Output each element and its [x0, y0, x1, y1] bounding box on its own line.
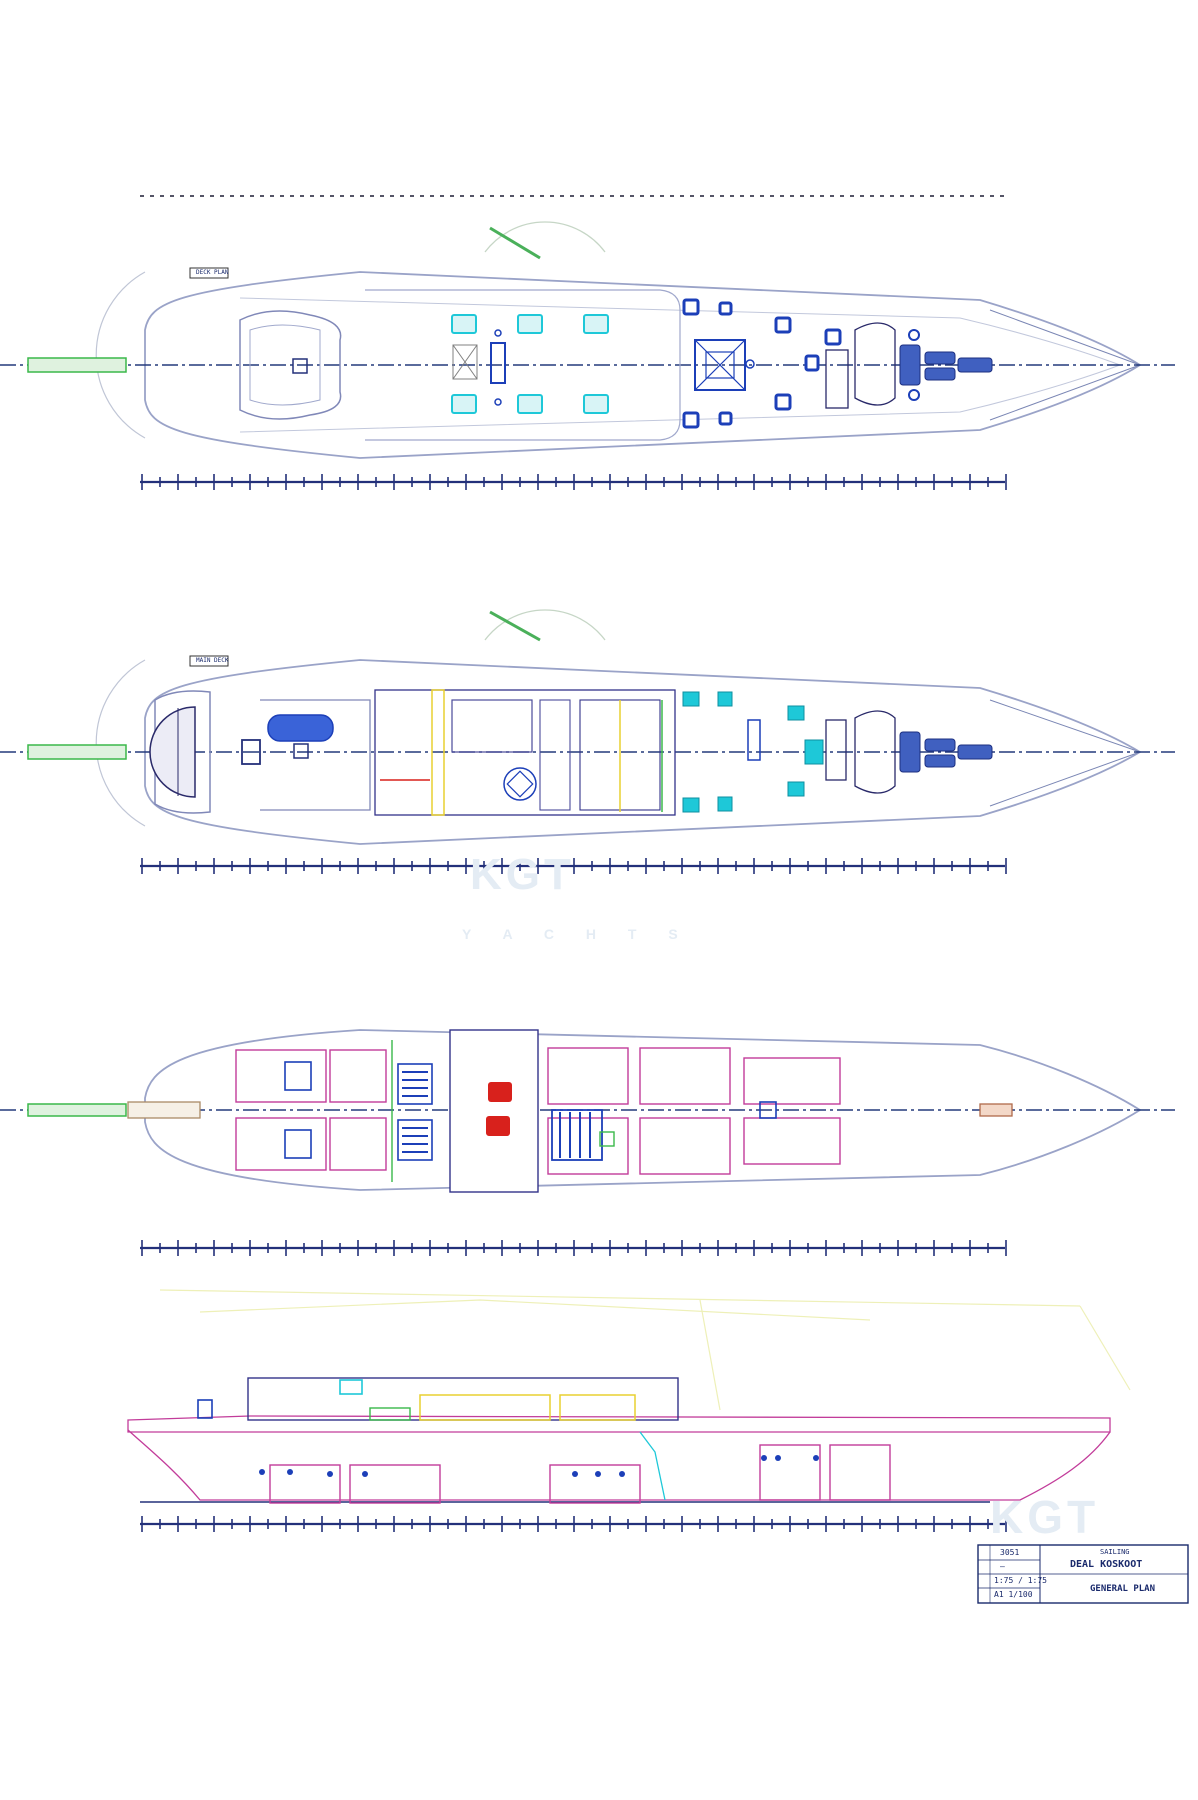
profile-elevation — [127, 1289, 1131, 1526]
watermark-logo-2: KGT — [990, 1491, 1100, 1543]
watermark-brand: KGT — [470, 850, 575, 899]
main-deck-plan — [0, 609, 1175, 868]
title-name-line1: SAILING — [1100, 1548, 1130, 1556]
scale-bar-ticks — [141, 474, 1007, 490]
title-row-3: 1:75 / 1:75 — [994, 1576, 1047, 1585]
weather-deck-plan — [0, 195, 1175, 484]
watermark-logo: KGT — [470, 850, 575, 900]
scale-bar-ticks — [141, 858, 1007, 874]
view-label-deck: DECK PLAN — [196, 269, 229, 276]
title-row-4: A1 1/100 — [994, 1590, 1033, 1599]
lower-deck-plan — [0, 1029, 1175, 1250]
title-name-line2: DEAL KOSKOOT — [1070, 1559, 1143, 1570]
title-block — [977, 1544, 1189, 1604]
title-name-line3: GENERAL PLAN — [1090, 1584, 1156, 1594]
title-row-2: — — [1000, 1562, 1005, 1571]
view-label-main: MAIN DECK — [196, 657, 229, 664]
scale-bar-ticks — [141, 1516, 1007, 1532]
watermark-subtitle: Y A C H T S — [462, 926, 692, 942]
title-row-1: 3051 — [1000, 1548, 1020, 1557]
scale-bar-ticks — [141, 1240, 1007, 1256]
